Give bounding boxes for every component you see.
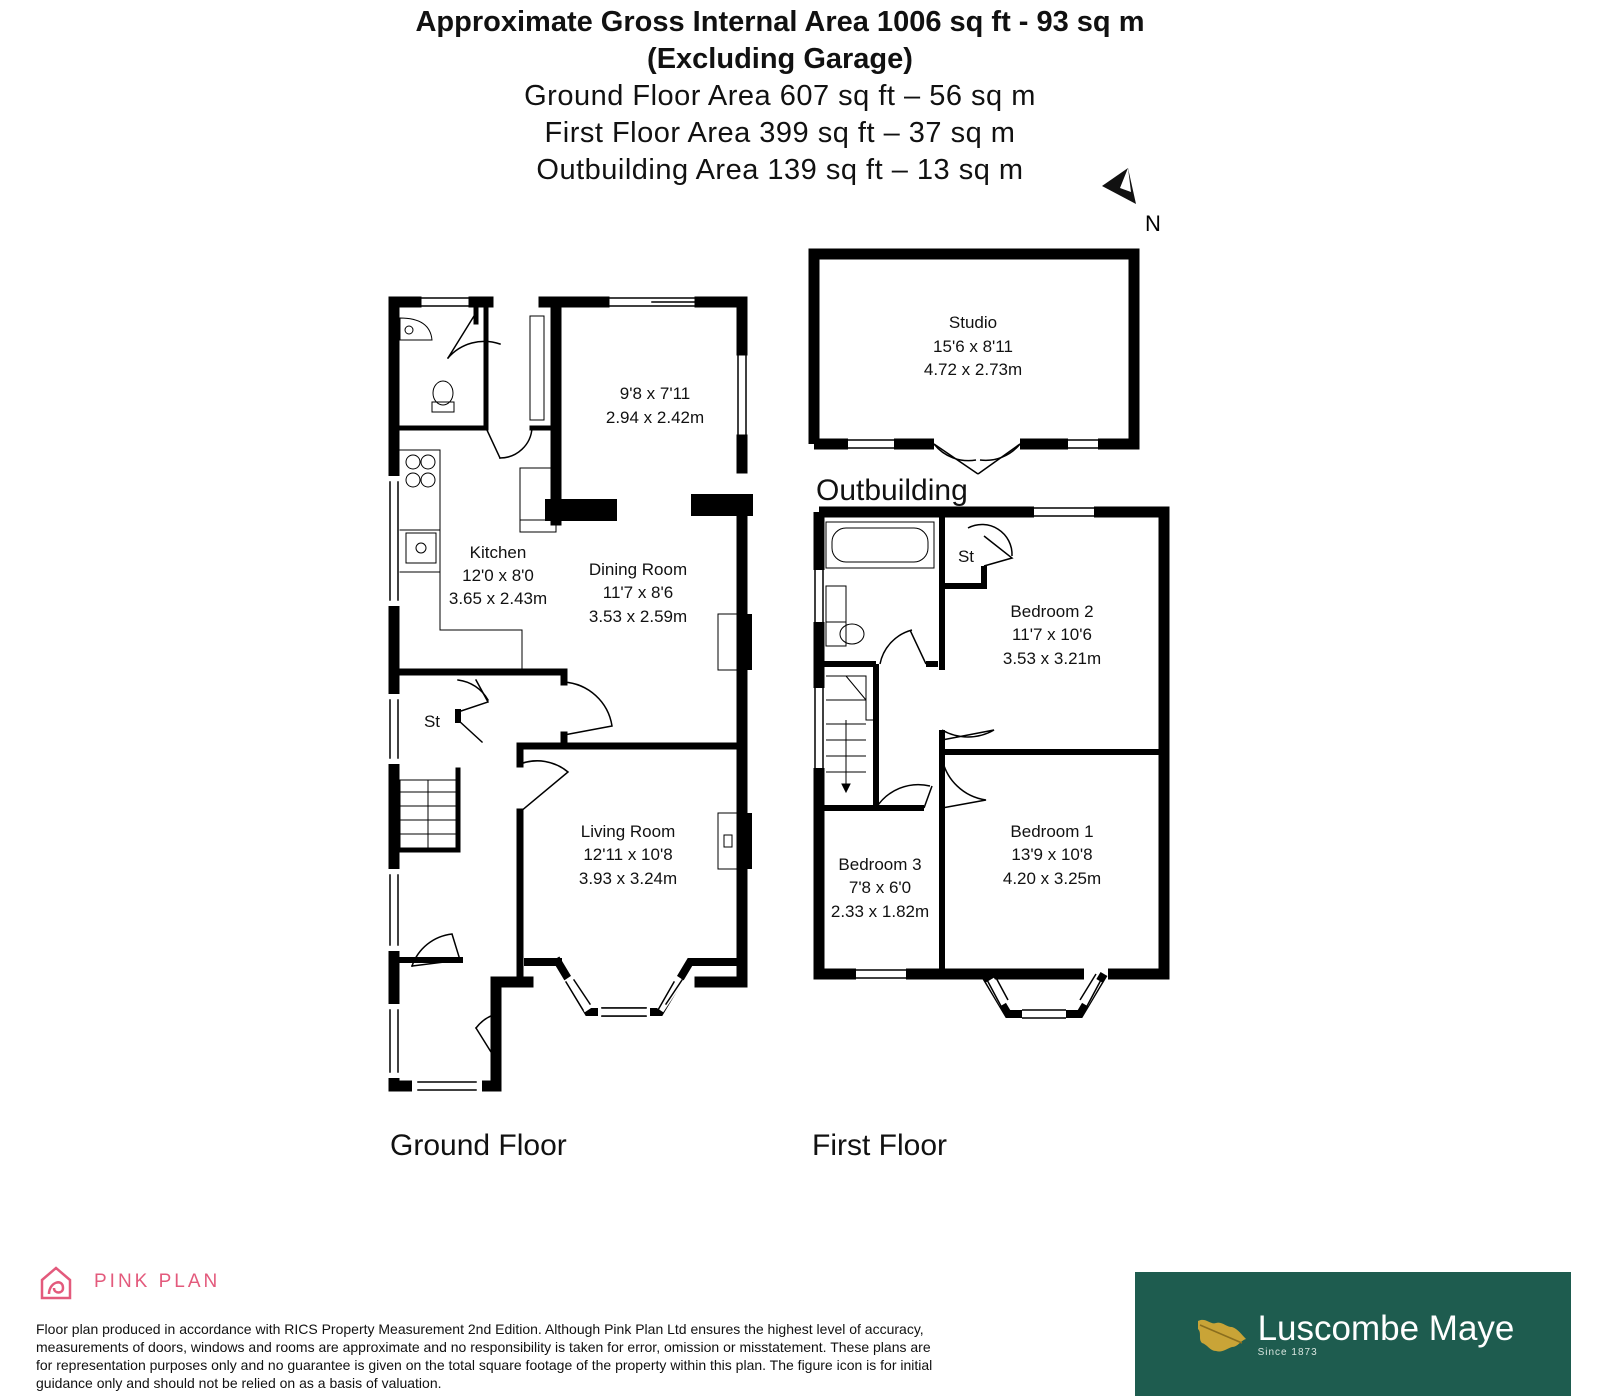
first-floor-area: First Floor Area 399 sq ft – 37 sq m	[544, 117, 1016, 149]
agent-since: Since 1873	[1257, 1346, 1318, 1358]
ground-floor-area: Ground Floor Area 607 sq ft – 56 sq m	[524, 80, 1036, 112]
dining-room-dim-metric: 3.53 x 2.59m	[589, 607, 687, 626]
north-label: N	[1145, 211, 1161, 236]
first-store-label: St	[958, 547, 974, 566]
kitchen-label: Kitchen	[470, 543, 527, 562]
outbuilding-area: Outbuilding Area 139 sq ft – 13 sq m	[536, 154, 1024, 186]
kitchen-dim-metric: 3.65 x 2.43m	[449, 589, 547, 608]
dining-room-label: Dining Room	[589, 560, 687, 579]
first-floor-label: First Floor	[812, 1129, 947, 1162]
bedroom-3-dim-imperial: 7'8 x 6'0	[849, 878, 911, 897]
dining-room-dim-imperial: 11'7 x 8'6	[603, 583, 673, 602]
bedroom-2-dim-metric: 3.53 x 3.21m	[1003, 649, 1101, 668]
bedroom-2-dim-imperial: 11'7 x 10'6	[1012, 625, 1092, 644]
first-floor-plan	[813, 506, 1170, 1019]
oak-leaf-icon	[1197, 1319, 1246, 1352]
kitchen-dim-imperial: 12'0 x 8'0	[462, 566, 534, 585]
outbuilding-plan	[808, 248, 1140, 475]
bedroom-3-label: Bedroom 3	[838, 855, 921, 874]
living-room-dim-imperial: 12'11 x 10'8	[583, 845, 672, 864]
ground-floor-plan	[388, 296, 753, 1092]
pink-plan-house-icon	[40, 1266, 72, 1300]
disclaimer-text: Floor plan produced in accordance with R…	[36, 1321, 933, 1391]
rear-room-dim-metric: 2.94 x 2.42m	[606, 408, 704, 427]
bedroom-3-dim-metric: 2.33 x 1.82m	[831, 902, 929, 921]
agent-name: Luscombe Maye	[1257, 1308, 1515, 1348]
rear-room-dim-imperial: 9'8 x 7'11	[620, 384, 690, 403]
bedroom-2-label: Bedroom 2	[1010, 602, 1093, 621]
studio-dim-imperial: 15'6 x 8'11	[933, 337, 1013, 356]
pink-plan-brand: PINK PLAN	[94, 1271, 221, 1292]
bedroom-1-dim-imperial: 13'9 x 10'8	[1011, 845, 1092, 864]
studio-dim-metric: 4.72 x 2.73m	[924, 360, 1022, 379]
bedroom-1-dim-metric: 4.20 x 3.25m	[1003, 869, 1101, 888]
living-room-dim-metric: 3.93 x 3.24m	[579, 869, 677, 888]
ground-store-label: St	[424, 712, 440, 731]
living-room-label: Living Room	[581, 822, 676, 841]
studio-label: Studio	[949, 313, 997, 332]
agent-logo-box: Luscombe Maye Since 1873	[1135, 1272, 1571, 1396]
excluding-garage-note: (Excluding Garage)	[647, 43, 913, 75]
north-arrow-icon	[1102, 168, 1136, 204]
ground-floor-label: Ground Floor	[390, 1129, 567, 1162]
bedroom-1-label: Bedroom 1	[1010, 822, 1093, 841]
gross-area-title: Approximate Gross Internal Area 1006 sq …	[415, 6, 1145, 38]
outbuilding-label: Outbuilding	[816, 474, 968, 507]
pink-plan-logo: PINK PLAN	[36, 1262, 220, 1302]
